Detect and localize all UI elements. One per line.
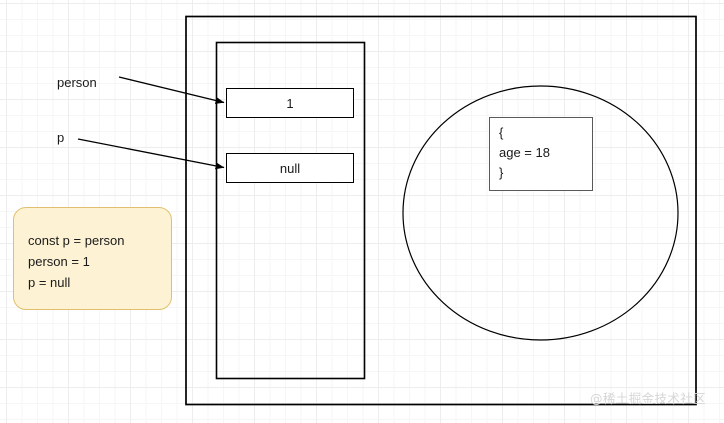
watermark-text: @稀土掘金技术社区 (590, 391, 707, 406)
object-brace-close: } (499, 165, 504, 181)
object-property-age: age = 18 (499, 145, 550, 161)
arrow-person-to-slot (118, 76, 225, 104)
heap-ellipse (402, 85, 679, 341)
object-brace-open: { (499, 125, 504, 140)
variable-label-p: p (57, 130, 65, 145)
note-line-3: p = null (28, 275, 71, 291)
variable-label-person: person (57, 75, 97, 90)
stack-slot-p: null (226, 153, 354, 183)
stack-rectangle (215, 41, 366, 380)
note-line-1: const p = person (28, 233, 125, 248)
note-line-2: person = 1 (28, 254, 90, 270)
code-note-box: const p = person person = 1 p = null (13, 207, 172, 310)
arrow-p-to-slot (77, 138, 225, 170)
stack-slot-person: 1 (226, 88, 354, 118)
heap-object-box: { age = 18 } (489, 117, 593, 191)
outer-memory-rectangle (185, 15, 697, 406)
